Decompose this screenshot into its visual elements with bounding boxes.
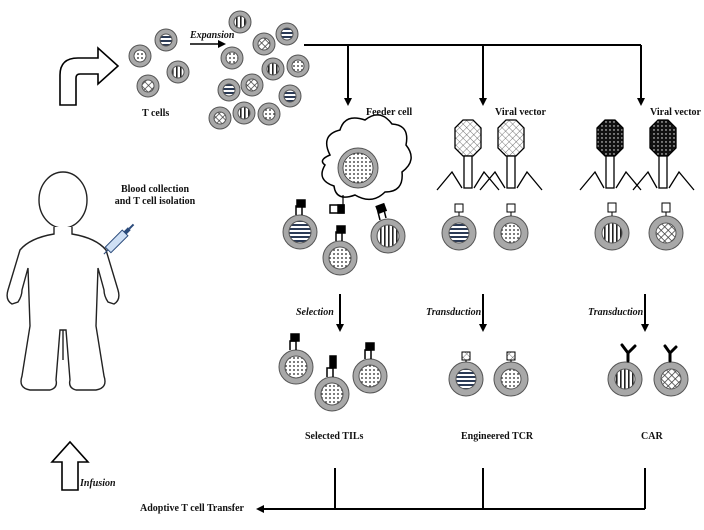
engineered-tcr-receptors [461,351,516,362]
engineered-tcr-cells [448,361,529,397]
t-cells-label: T cells [142,108,170,119]
t-cells-group [128,28,190,98]
blood-collection-line2: and T cell isolation [114,195,196,207]
selected-til-cells [278,349,388,412]
patient-figure [6,171,120,391]
blood-collection-line1: Blood collection [120,184,190,195]
empty-receptor-boxes [454,202,671,216]
infusion-up-arrow [50,440,90,491]
viral-vector-tcr-label: Viral vector [495,107,546,118]
selected-til-receptors [289,333,375,377]
transfer-lines [256,468,646,513]
feeder-cell [321,114,412,208]
tcr-receptors-feeder [295,199,388,241]
distribution-lines [304,44,645,106]
adoptive-transfer-label: Adoptive T cell Transfer [140,503,244,514]
process-arrows [336,294,649,332]
viral-vector-car-label: Viral vector [650,107,701,118]
transduction-tcr-label: Transduction [426,307,482,318]
car-label: CAR [641,431,663,442]
transduction-car-label: Transduction [588,307,644,318]
infusion-label: Infusion [80,478,116,489]
feeder-cell-label: Feeder cell [366,107,413,118]
selected-tils-label: Selected TILs [305,431,364,442]
car-t-cells [607,361,689,397]
syringe-icon [103,223,135,255]
car-receptors [620,343,678,363]
blood-collection-label: Blood collection and T cell isolation [100,184,210,207]
expanded-t-cells [208,10,310,130]
selection-label: Selection [296,307,334,318]
engineered-tcr-label: Engineered TCR [461,431,534,442]
viral-vectors-car [579,119,695,191]
feeder-t-cells [282,214,406,276]
viral-vectors-tcr [436,119,543,191]
start-curved-arrow [59,46,120,106]
expansion-label: Expansion [190,30,235,41]
untransduced-t-cells [441,215,684,251]
